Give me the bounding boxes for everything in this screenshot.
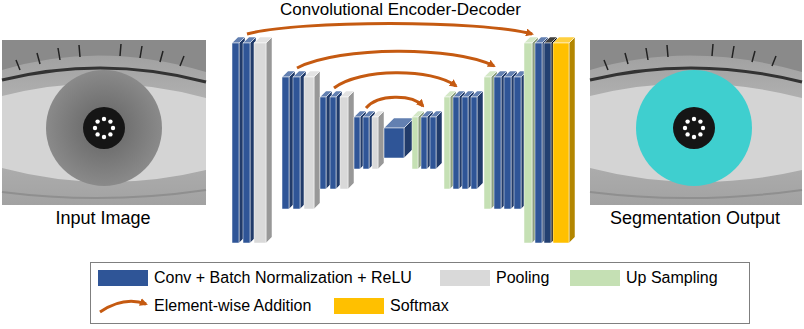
conv-layer <box>504 77 511 209</box>
pooling-layer <box>254 37 272 43</box>
upsampling-layer <box>524 43 532 243</box>
pooling-layer <box>340 97 348 189</box>
pooling-layer <box>314 71 320 209</box>
conv-layer <box>436 111 442 169</box>
pooling-layer <box>372 117 378 169</box>
legend-swatch <box>570 270 620 286</box>
conv-layer <box>384 128 404 158</box>
conv-layer <box>430 111 442 117</box>
pooling-layer <box>304 77 314 209</box>
conv-layer <box>384 118 414 128</box>
upsampling-layer <box>484 77 491 209</box>
skip-connections <box>247 24 532 109</box>
legend-text: Pooling <box>496 268 549 288</box>
conv-layer <box>320 97 326 189</box>
conv-layer <box>232 37 245 43</box>
conv-layer <box>320 91 332 97</box>
pooling-layer <box>372 111 384 117</box>
conv-layer <box>494 77 501 209</box>
conv-layer <box>330 97 336 189</box>
conv-layer <box>354 117 360 169</box>
image-caption: Segmentation Output <box>588 208 802 228</box>
conv-layer <box>477 91 483 189</box>
pooling-layer <box>254 43 266 243</box>
conv-layer <box>514 77 521 209</box>
legend-text: Softmax <box>390 296 449 316</box>
conv-layer <box>293 77 300 209</box>
conv-layer <box>471 91 483 97</box>
softmax-layer <box>553 43 569 243</box>
softmax-layer <box>553 37 575 43</box>
legend-swatch <box>334 298 384 314</box>
pooling-layer <box>340 91 354 97</box>
conv-layer <box>232 43 239 243</box>
pooling-layer <box>348 91 354 189</box>
legend-text: Element-wise Addition <box>154 296 311 316</box>
conv-layer <box>293 71 306 77</box>
conv-layer <box>282 71 295 77</box>
conv-layer <box>243 43 250 243</box>
conv-layer <box>243 37 256 43</box>
pooling-layer <box>378 111 384 169</box>
conv-layer <box>330 91 342 97</box>
input-eye-image <box>2 40 206 205</box>
skip-arrow <box>366 97 423 108</box>
skip-arrow <box>247 24 532 35</box>
conv-layer <box>535 43 542 243</box>
conv-layer <box>430 117 436 169</box>
conv-layer <box>421 117 427 169</box>
upsampling-layer <box>444 97 450 189</box>
conv-layer <box>544 43 551 243</box>
upsampling-layer <box>412 117 418 169</box>
pooling-layer <box>266 37 272 243</box>
conv-layer <box>363 117 369 169</box>
image-caption: Input Image <box>0 208 206 228</box>
conv-layer <box>282 77 289 209</box>
skip-arrow <box>297 51 494 68</box>
conv-layer <box>453 97 459 189</box>
legend-swatch <box>440 270 490 286</box>
conv-layer <box>471 97 477 189</box>
skip-arrow <box>334 73 456 88</box>
pooling-layer <box>304 71 320 77</box>
conv-layer <box>462 97 468 189</box>
legend-arrow-sample <box>100 301 146 312</box>
legend-swatch <box>98 270 148 286</box>
encoder-decoder-network <box>232 37 575 243</box>
softmax-layer <box>569 37 575 243</box>
diagram-title: Convolutional Encoder-Decoder <box>280 0 521 20</box>
legend-text: Up Sampling <box>626 268 718 288</box>
legend-text: Conv + Batch Normalization + ReLU <box>154 268 412 288</box>
segmentation-eye-image <box>590 40 802 205</box>
